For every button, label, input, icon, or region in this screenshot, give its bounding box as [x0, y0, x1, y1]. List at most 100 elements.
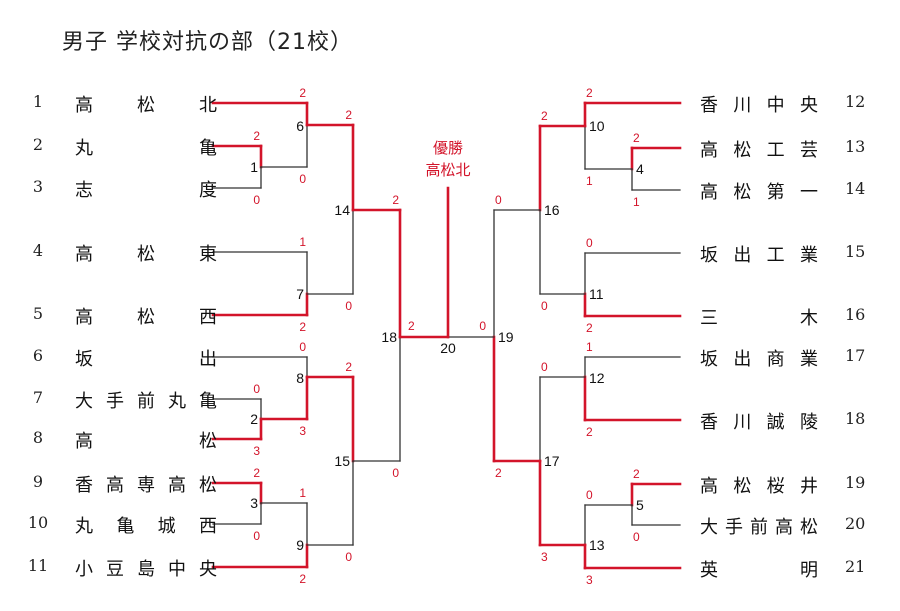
- match-number: 2: [250, 411, 258, 427]
- seed-number: 9: [32, 472, 44, 491]
- match-number: 3: [250, 495, 258, 511]
- champion-label: 優勝: [432, 139, 463, 157]
- team-name: 高松東: [75, 244, 217, 265]
- match-number: 14: [334, 202, 350, 218]
- team-name: 高松第一: [700, 182, 818, 203]
- match-number: 11: [589, 286, 604, 302]
- score-label: 0: [392, 466, 399, 480]
- score-label: 0: [253, 193, 260, 207]
- seed-number: 2: [32, 135, 44, 154]
- score-label: 2: [299, 572, 306, 586]
- score-label: 3: [253, 444, 260, 458]
- seed-number: 13: [845, 137, 866, 156]
- score-label: 2: [345, 360, 352, 374]
- seed-number: 15: [845, 242, 866, 261]
- match-number: 1: [250, 159, 258, 175]
- score-label: 2: [586, 86, 593, 100]
- seed-number: 20: [845, 514, 866, 533]
- match-number: 6: [296, 118, 304, 134]
- match-number: 9: [296, 537, 304, 553]
- seed-number: 1: [32, 92, 44, 111]
- seed-number: 7: [32, 388, 44, 407]
- team-name: 大手前丸亀: [75, 391, 217, 412]
- team-name: 高松工芸: [700, 140, 818, 161]
- score-label: 0: [586, 236, 593, 250]
- seed-number: 18: [845, 409, 866, 428]
- match-number: 12: [589, 370, 605, 386]
- seed-number: 3: [32, 177, 44, 196]
- score-label: 0: [345, 550, 352, 564]
- score-label: 3: [586, 573, 593, 587]
- score-label: 2: [633, 131, 640, 145]
- seed-number: 17: [845, 346, 866, 365]
- score-label: 0: [253, 382, 260, 396]
- seed-number: 8: [32, 428, 44, 447]
- team-name: 坂出: [75, 349, 217, 370]
- score-label: 0: [479, 319, 486, 333]
- match-number: 8: [296, 370, 304, 386]
- match-number: 15: [334, 453, 350, 469]
- score-label: 0: [345, 299, 352, 313]
- team-name: 香川誠陵: [700, 412, 818, 433]
- score-label: 0: [495, 193, 502, 207]
- score-label: 0: [541, 299, 548, 313]
- score-label: 1: [586, 174, 593, 188]
- match-number: 4: [636, 161, 644, 177]
- score-label: 1: [633, 195, 640, 209]
- score-label: 1: [299, 486, 306, 500]
- score-label: 2: [392, 193, 399, 207]
- score-label: 0: [541, 360, 548, 374]
- score-label: 2: [345, 108, 352, 122]
- team-name: 大手前高松: [700, 517, 818, 538]
- score-label: 2: [541, 109, 548, 123]
- page-title: 男子 学校対抗の部（21校）: [62, 30, 353, 55]
- score-label: 3: [541, 550, 548, 564]
- match-number: 7: [296, 286, 304, 302]
- score-label: 2: [495, 466, 502, 480]
- team-name: 香高専高松: [75, 475, 217, 496]
- seed-number: 11: [27, 556, 49, 575]
- score-label: 2: [253, 466, 260, 480]
- match-number: 10: [589, 118, 605, 134]
- team-name: 高松桜井: [700, 476, 818, 497]
- score-label: 0: [633, 530, 640, 544]
- team-name: 丸亀城西: [75, 516, 217, 537]
- score-label: 1: [586, 340, 593, 354]
- score-label: 2: [299, 86, 306, 100]
- team-name: 高松北: [75, 95, 217, 116]
- score-label: 0: [299, 172, 306, 186]
- score-label: 0: [253, 529, 260, 543]
- champion-name: 高松北: [425, 161, 471, 179]
- team-name: 高松西: [75, 307, 217, 328]
- match-number: 17: [544, 453, 560, 469]
- score-label: 0: [299, 340, 306, 354]
- score-label: 2: [253, 129, 260, 143]
- match-number: 16: [544, 202, 560, 218]
- score-label: 2: [633, 467, 640, 481]
- seed-number: 6: [32, 346, 44, 365]
- seed-number: 19: [845, 473, 866, 492]
- score-label: 2: [586, 321, 593, 335]
- seed-number: 4: [32, 241, 44, 260]
- match-number: 18: [381, 329, 397, 345]
- match-number: 19: [498, 329, 514, 345]
- score-label: 2: [299, 320, 306, 334]
- match-number: 13: [589, 537, 605, 553]
- seed-number: 14: [845, 179, 866, 198]
- seed-number: 5: [32, 304, 44, 323]
- seed-number: 21: [845, 557, 866, 576]
- seed-number: 10: [27, 513, 49, 532]
- team-name: 英明: [700, 560, 818, 581]
- score-label: 3: [299, 424, 306, 438]
- team-name: 丸亀: [75, 138, 217, 159]
- score-label: 1: [299, 235, 306, 249]
- score-label: 2: [408, 319, 415, 333]
- seed-number: 16: [845, 305, 866, 324]
- team-name: 高松: [75, 431, 217, 452]
- team-name: 三木: [700, 308, 818, 329]
- team-name: 志度: [75, 180, 217, 201]
- team-name: 香川中央: [700, 95, 818, 116]
- team-name: 小豆島中央: [75, 559, 217, 580]
- team-name: 坂出商業: [700, 349, 818, 370]
